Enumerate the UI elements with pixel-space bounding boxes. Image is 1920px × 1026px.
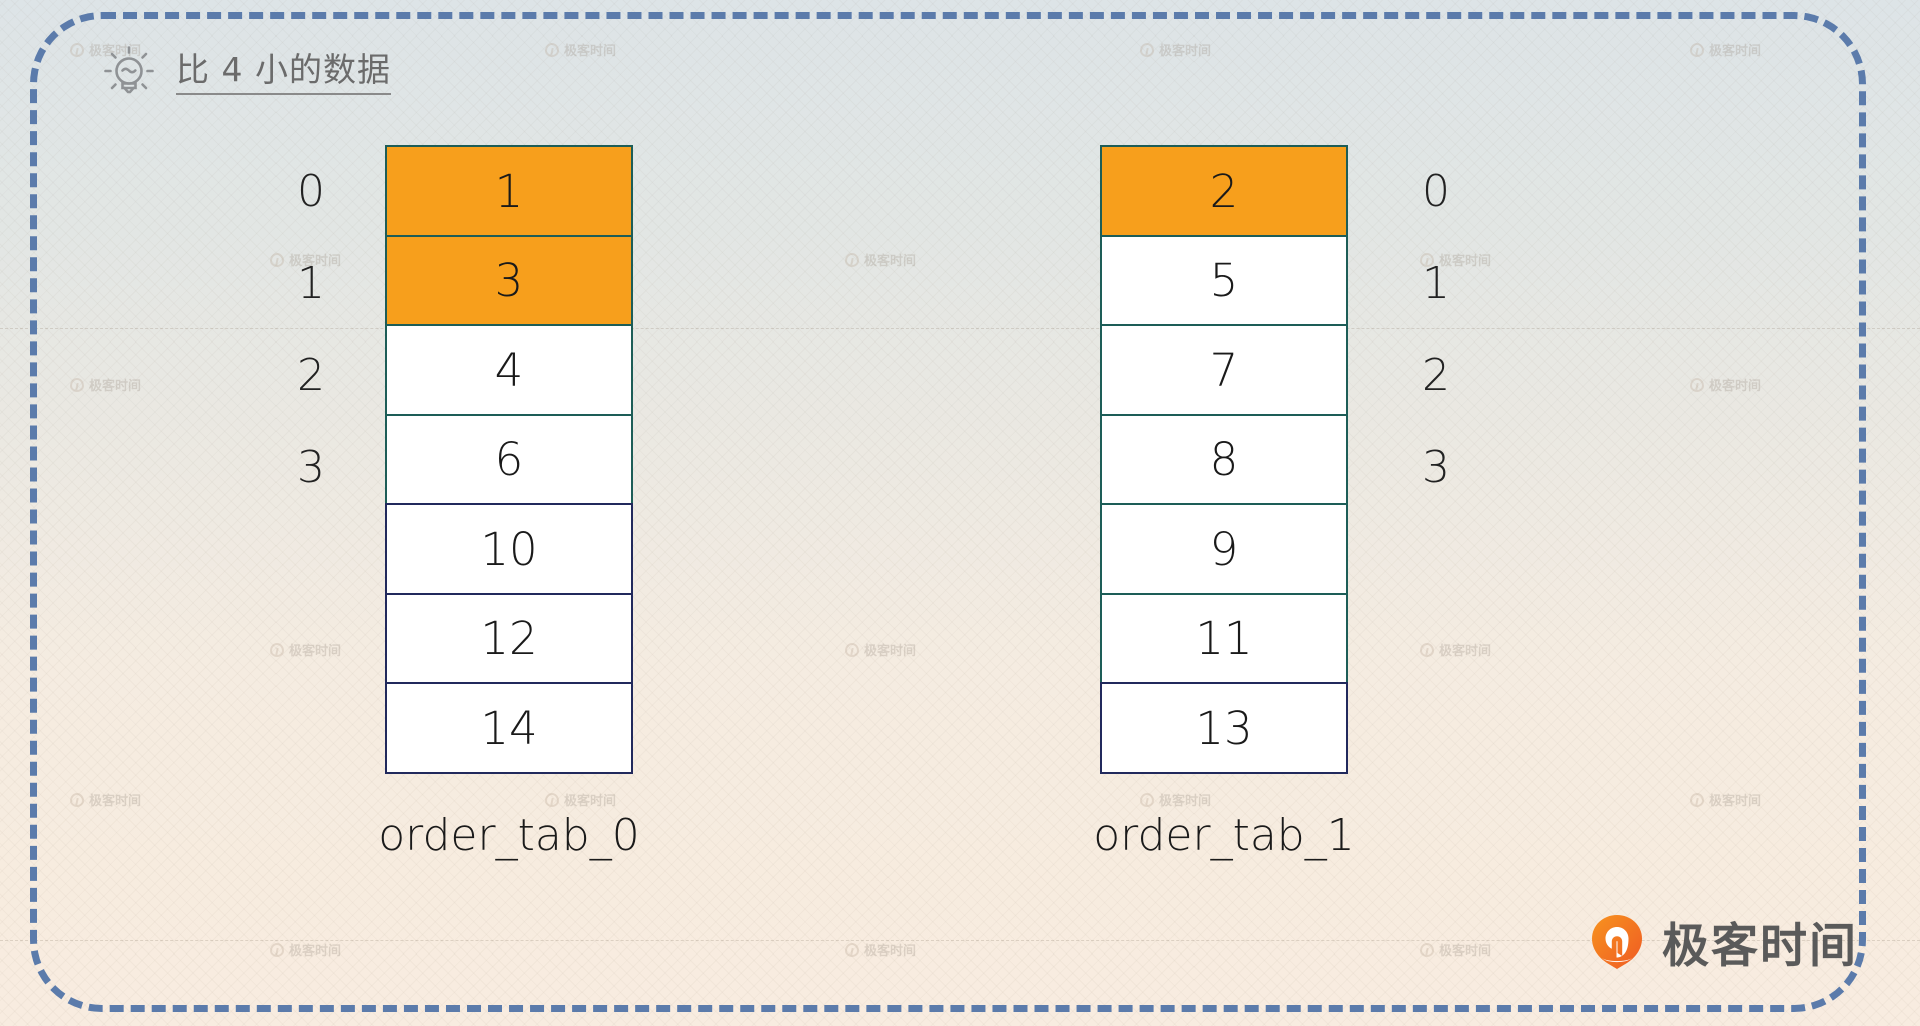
index-label: 2 xyxy=(1422,349,1450,401)
table-cell[interactable]: 12 xyxy=(385,592,633,685)
index-label: 1 xyxy=(297,257,325,309)
table-cell[interactable]: 11 xyxy=(1100,592,1348,685)
table-cell[interactable]: 5 xyxy=(1100,234,1348,327)
table-cell[interactable]: 7 xyxy=(1100,324,1348,416)
brand-name: 极客时间 xyxy=(1662,919,1858,974)
table-cell[interactable]: 10 xyxy=(385,503,633,595)
table-cell[interactable]: 6 xyxy=(385,413,633,506)
note-text: 比 4 小的数据 xyxy=(176,50,391,96)
table-cell[interactable]: 3 xyxy=(385,234,633,327)
index-label: 1 xyxy=(1422,257,1450,309)
table-cell[interactable]: 14 xyxy=(385,682,633,774)
table-cell[interactable]: 4 xyxy=(385,324,633,416)
brand-logo: 极客时间 xyxy=(1588,907,1858,976)
lightbulb-icon xyxy=(100,44,158,102)
index-column: 0 1 2 3 xyxy=(297,145,325,513)
index-label: 0 xyxy=(1422,165,1450,217)
table-caption: order_tab_0 xyxy=(378,810,640,861)
table-cell[interactable]: 9 xyxy=(1100,503,1348,595)
table-cell[interactable]: 2 xyxy=(1100,145,1348,237)
geektime-logo-icon xyxy=(1588,913,1646,971)
index-label: 0 xyxy=(297,165,325,217)
index-column: 0 1 2 3 xyxy=(1422,145,1450,513)
table-caption: order_tab_1 xyxy=(1093,810,1355,861)
index-label: 3 xyxy=(1422,441,1450,493)
table-cell[interactable]: 1 xyxy=(385,145,633,237)
table-cell[interactable]: 13 xyxy=(1100,682,1348,774)
table-cell[interactable]: 8 xyxy=(1100,413,1348,506)
index-label: 2 xyxy=(297,349,325,401)
note-banner: 比 4 小的数据 xyxy=(100,44,391,102)
index-label: 3 xyxy=(297,441,325,493)
